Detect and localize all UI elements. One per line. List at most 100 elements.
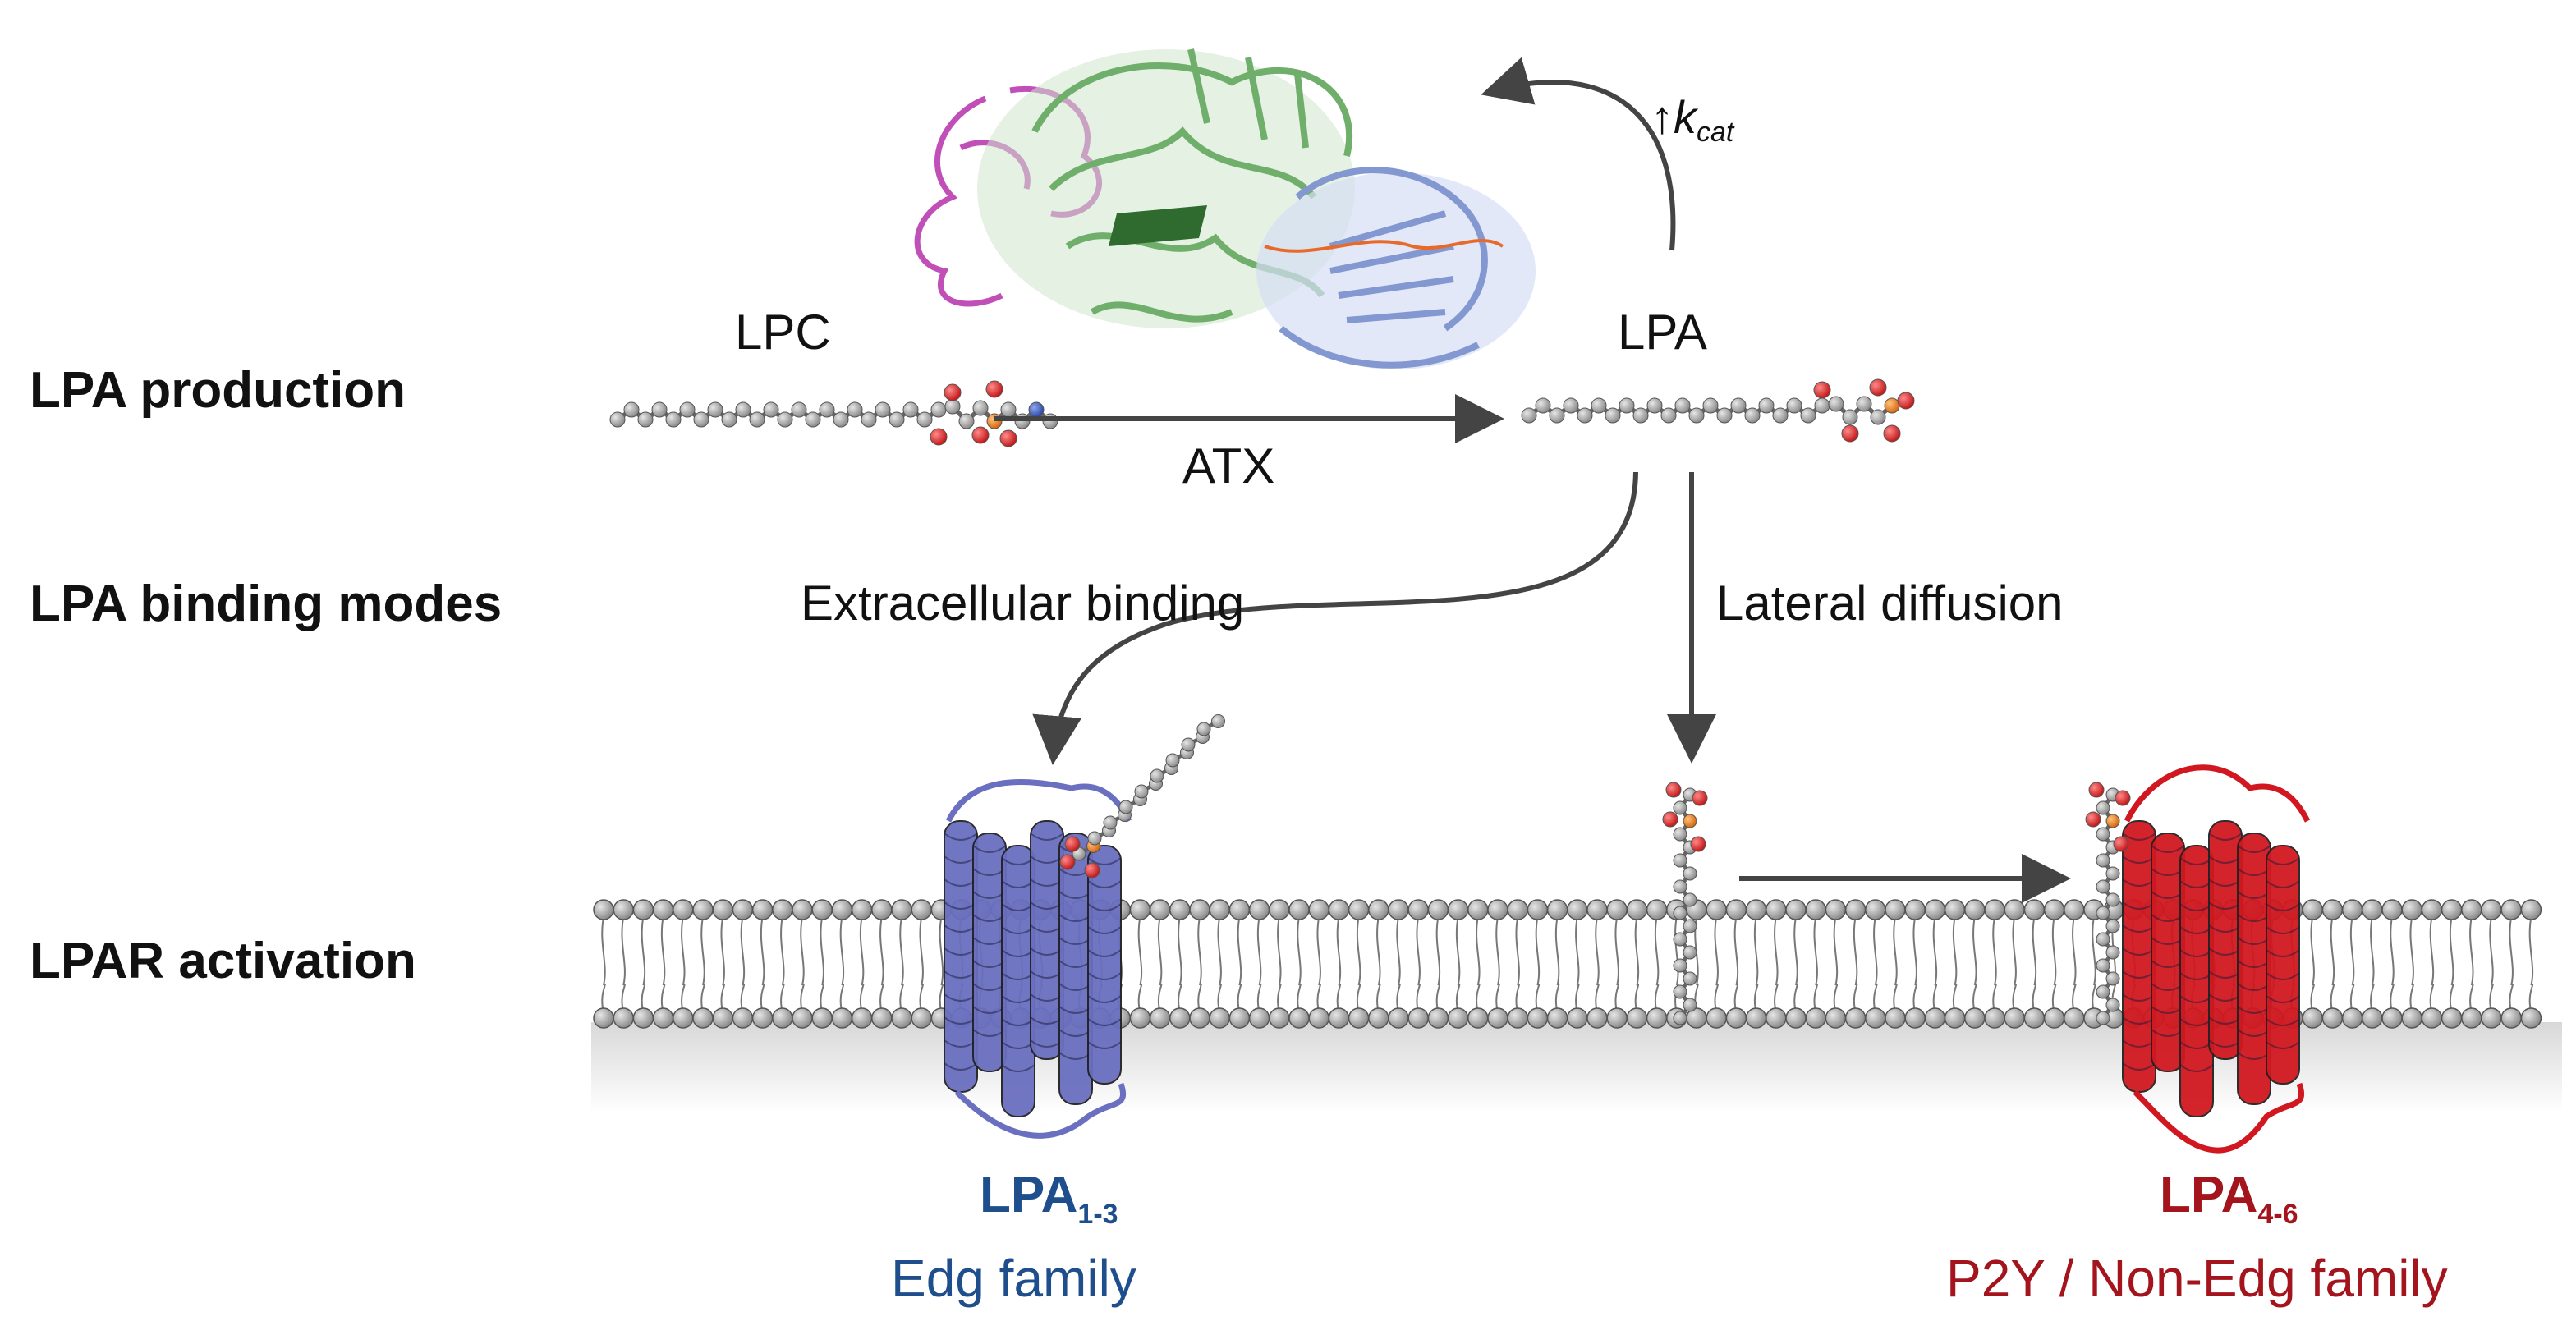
lipid-head-lower — [1129, 1007, 1151, 1029]
lipid-tail-upper — [1376, 916, 1381, 986]
lipid-tail-upper — [2310, 916, 2315, 986]
lipid-tail-upper — [1634, 916, 1640, 986]
lpc-molecule-atom — [972, 400, 989, 416]
lipid-head-upper — [1388, 899, 1409, 920]
lpa-extracellular-bound-oxygen — [1084, 862, 1100, 878]
lpa-in-membrane-oxygen — [1665, 782, 1682, 798]
lpa-molecule-atom — [1842, 409, 1858, 425]
lipid-head-upper — [1766, 899, 1787, 920]
lipid-head-upper — [831, 899, 853, 920]
lpa-molecule-atom — [1884, 397, 1900, 414]
lpa-molecule-atom — [1674, 397, 1691, 414]
lipid-head-upper — [1467, 899, 1489, 920]
lpa-molecule-atom — [1856, 396, 1872, 412]
lipid-tail-lower — [700, 984, 705, 1012]
lpa-lateral-bound-atom — [2105, 919, 2120, 933]
lipid-tail-lower — [1813, 984, 1818, 1012]
lipid-head-upper — [2520, 899, 2542, 920]
lipid-head-upper — [811, 899, 833, 920]
lpc-label: LPC — [735, 305, 831, 360]
lpa4-6-receptor-structure-helix-turn — [2122, 833, 2156, 841]
lpc-molecule-atom — [637, 411, 654, 428]
lpc-molecule-atom — [902, 401, 919, 418]
lipid-tail-upper — [1297, 916, 1302, 986]
lpa1-3-receptor-structure-helix-turn — [1087, 995, 1122, 1003]
lpa-in-membrane-oxygen — [1690, 836, 1706, 852]
lipid-head-upper — [1189, 899, 1210, 920]
lipid-head-lower — [2500, 1007, 2522, 1029]
lpa-in-membrane-atom — [1673, 827, 1687, 842]
lipid-head-lower — [1825, 1007, 1847, 1029]
lipid-head-lower — [1844, 1007, 1867, 1029]
lipid-tail-upper — [1336, 916, 1342, 986]
kcat-label: ↑kcat — [1651, 91, 1734, 148]
lpa4-6-receptor-structure-helix-turn — [2266, 880, 2300, 888]
atx-enzyme-structure — [914, 48, 1536, 369]
lpc-molecule-atom — [749, 411, 765, 428]
lipid-tail-upper — [1972, 916, 1977, 986]
lipid-tail-lower — [1256, 984, 1262, 1012]
lipid-head-upper — [1368, 899, 1389, 920]
lpa-molecule-atom — [1688, 407, 1705, 424]
lipid-tail-upper — [1833, 916, 1839, 986]
lipid-tail-upper — [1714, 916, 1719, 986]
lipid-tail-lower — [1893, 984, 1898, 1012]
lipid-head-upper — [1984, 899, 2005, 920]
lipid-tail-lower — [1297, 984, 1302, 1012]
lipid-head-upper — [1885, 899, 1906, 920]
lipid-head-upper — [772, 899, 793, 920]
lipid-tail-upper — [2092, 916, 2096, 986]
lpa-molecule-atom — [1814, 397, 1830, 414]
lipid-tail-lower — [1554, 984, 1560, 1012]
lipid-tail-lower — [2310, 984, 2315, 1012]
lipid-tail-upper — [1157, 916, 1163, 986]
lpc-molecule-atom — [777, 411, 793, 428]
lipid-tail-lower — [1774, 984, 1779, 1012]
lipid-head-lower — [2461, 1007, 2482, 1029]
lipid-head-upper — [1844, 899, 1867, 920]
lipid-head-lower — [1447, 1007, 1469, 1029]
lipid-head-lower — [2362, 1007, 2383, 1029]
lipid-tail-lower — [1535, 984, 1541, 1012]
lipid-head-lower — [673, 1007, 694, 1029]
lipid-head-upper — [1328, 899, 1350, 920]
lpa-molecule-atom — [1744, 407, 1761, 424]
lipid-head-upper — [613, 899, 634, 920]
lipid-head-lower — [2441, 1007, 2463, 1029]
lipid-head-lower — [1984, 1007, 2005, 1029]
kcat-arrow: ↑ — [1651, 91, 1674, 143]
lipid-tail-lower — [740, 984, 746, 1012]
lipid-tail-lower — [2469, 984, 2474, 1012]
lpa-molecule-atom — [1702, 397, 1719, 414]
lpa-molecule-oxygen — [1813, 381, 1831, 399]
lipid-tail-upper — [1793, 916, 1798, 986]
lipid-tail-upper — [1733, 916, 1739, 986]
lipid-head-lower — [1626, 1007, 1648, 1029]
lpa-molecule-atom — [1549, 407, 1565, 424]
lpa4-6-receptor-structure-helix-turn — [2179, 1064, 2214, 1072]
lipid-head-lower — [632, 1007, 654, 1029]
lipid-head-upper — [871, 899, 893, 920]
lipid-tail-lower — [720, 984, 725, 1012]
extracellular-binding-arrow — [1032, 471, 1638, 765]
lipid-tail-lower — [1515, 984, 1520, 1012]
lipid-tail-upper — [839, 916, 845, 986]
lpa-in-membrane-atom — [1673, 932, 1687, 947]
lipid-tail-lower — [2528, 984, 2534, 1012]
lpc-molecule-oxygen — [985, 380, 1003, 398]
lipid-head-upper — [632, 899, 654, 920]
lpa-molecule-atom — [1828, 396, 1844, 412]
lipid-head-lower — [732, 1007, 754, 1029]
lipid-head-lower — [751, 1007, 774, 1029]
lipid-tail-upper — [1952, 916, 1958, 986]
lipid-head-lower — [1189, 1007, 1210, 1029]
lipid-tail-upper — [2409, 916, 2414, 986]
lipid-head-upper — [1924, 899, 1946, 920]
lipid-tail-upper — [1614, 916, 1619, 986]
lipid-tail-upper — [2032, 916, 2037, 986]
lipid-head-upper — [712, 899, 733, 920]
lpc-molecule-oxygen — [999, 429, 1017, 447]
kcat-subscript: cat — [1697, 117, 1734, 148]
lpa-molecule-atom — [1535, 397, 1551, 414]
lipid-head-upper — [1269, 899, 1290, 920]
